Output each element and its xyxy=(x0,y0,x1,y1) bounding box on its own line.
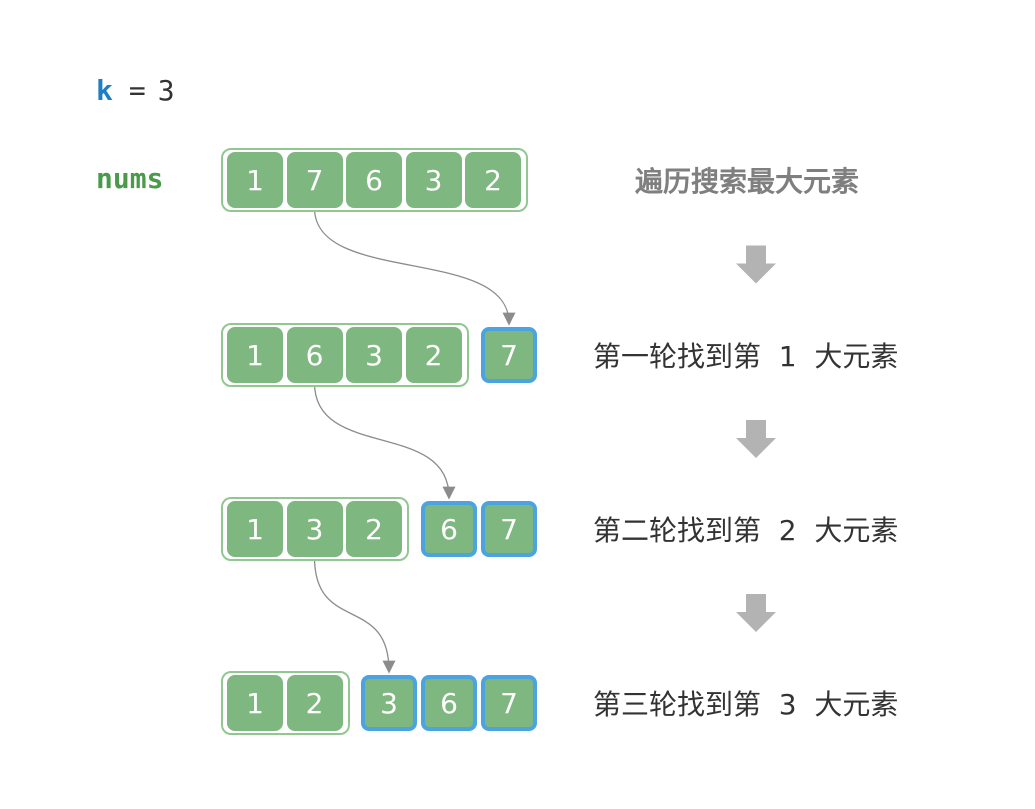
found-cell: 7 xyxy=(481,327,537,383)
move-curve xyxy=(313,207,516,326)
array-cell: 2 xyxy=(405,327,462,383)
down-arrow-icon xyxy=(736,594,776,632)
move-curve xyxy=(313,382,456,500)
array-cell: 6 xyxy=(346,152,402,208)
array-cell: 1 xyxy=(227,675,283,731)
found-cell: 6 xyxy=(421,675,477,731)
nums-label: nums xyxy=(96,162,164,195)
found-cell: 7 xyxy=(481,675,537,731)
move-curve xyxy=(313,556,396,674)
array-cell: 2 xyxy=(465,152,521,208)
array-cell: 1 xyxy=(227,152,283,208)
found-cell: 6 xyxy=(421,501,477,557)
k-variable: k xyxy=(96,74,113,107)
k-value: 3 xyxy=(157,74,175,107)
array-cell: 1 xyxy=(227,501,283,557)
array-cell: 2 xyxy=(346,501,402,557)
array-cell: 3 xyxy=(346,327,402,383)
found-cell: 7 xyxy=(481,501,537,557)
step-label: 遍历搜索最大元素 xyxy=(635,165,860,198)
array-cell: 1 xyxy=(227,327,283,383)
move-curves xyxy=(313,207,516,674)
step-arrows xyxy=(736,245,776,632)
array-cell: 3 xyxy=(405,152,462,208)
step-label: 第一轮找到第 1 大元素 xyxy=(593,340,899,373)
array-cell: 3 xyxy=(286,501,343,557)
found-cell: 3 xyxy=(361,675,417,731)
down-arrow-icon xyxy=(736,245,776,284)
array-cell: 2 xyxy=(286,675,343,731)
step-label: 第二轮找到第 2 大元素 xyxy=(593,514,899,547)
down-arrow-icon xyxy=(736,420,776,458)
array-cell: 7 xyxy=(286,152,343,208)
step-label: 第三轮找到第 3 大元素 xyxy=(593,688,899,721)
k-equals: = xyxy=(128,74,146,107)
array-cell: 6 xyxy=(286,327,343,383)
k-assignment: k = 3 xyxy=(96,74,175,107)
